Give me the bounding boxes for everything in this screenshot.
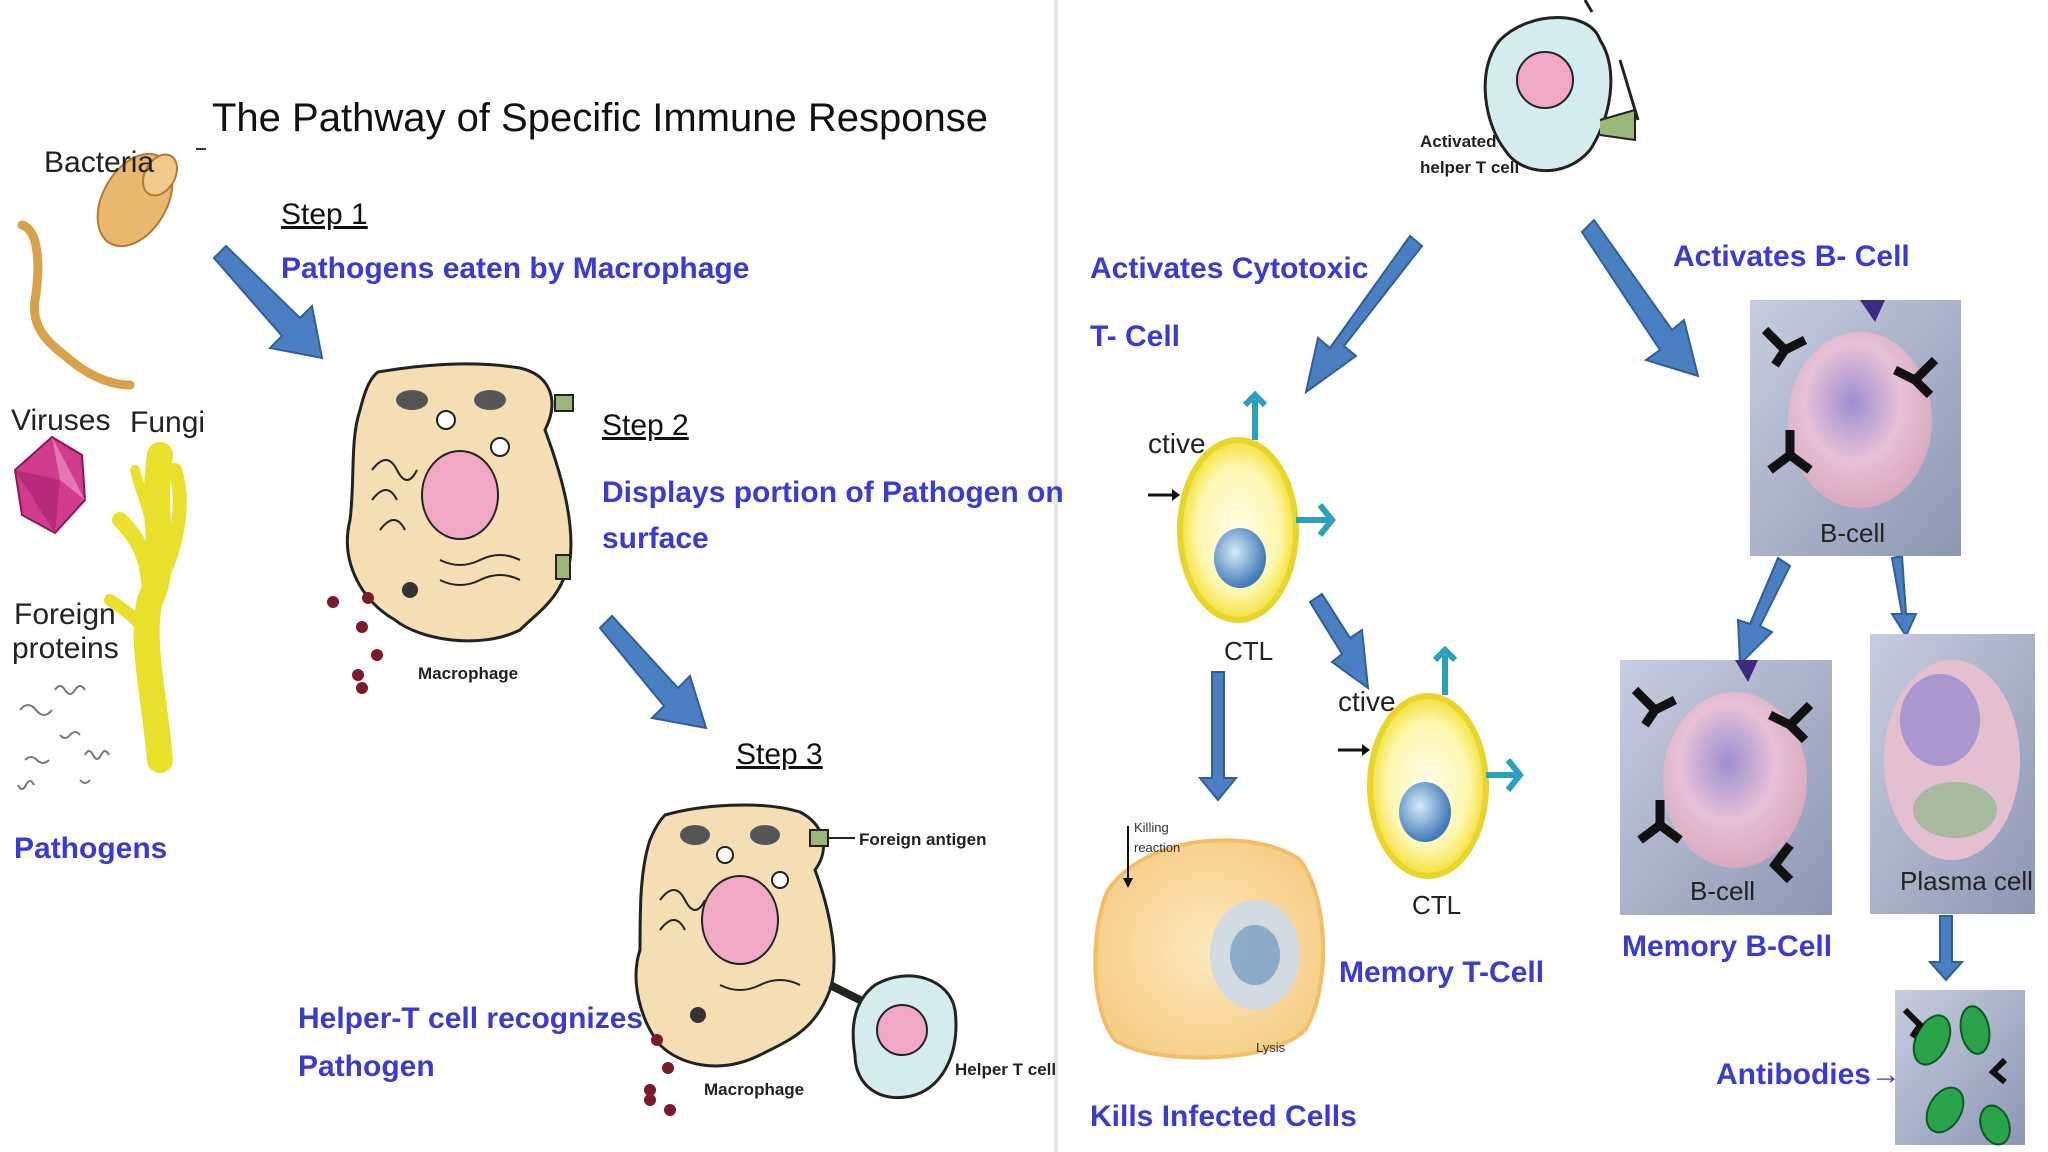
virus-icon	[13, 435, 87, 535]
lysis-label: Lysis	[1256, 1040, 1286, 1055]
activated-helper-t-icon	[1483, 0, 1640, 173]
plasma-cell-image	[1870, 634, 2035, 914]
killing-reaction-label-line1: Killing	[1134, 820, 1169, 835]
helper-t-label: Helper T cell	[955, 1060, 1057, 1079]
step3-text-line1: Helper-T cell recognizes	[298, 1002, 644, 1035]
step2-text-line1: Displays portion of Pathogen on	[602, 476, 1064, 509]
kills-infected-label: Kills Infected Cells	[1090, 1100, 1357, 1133]
activated-helper-label-line2: helper T cell	[1420, 158, 1520, 177]
ctl-cell-icon	[1148, 390, 1336, 623]
antibodies-image	[1895, 990, 2025, 1146]
macrophage-icon	[327, 362, 574, 694]
arrow-step1	[212, 244, 324, 360]
foreign-proteins-label-line1: Foreign	[14, 598, 116, 631]
title-dash	[196, 148, 206, 150]
step3-text-line2: Pathogen	[298, 1050, 435, 1083]
fungi-label: Fungi	[130, 406, 206, 439]
lysis-cell-icon	[1093, 826, 1326, 1060]
arrow-ctl-to-kill	[1197, 671, 1239, 802]
macrophage-label-2: Macrophage	[704, 1080, 805, 1099]
step3-heading: Step 3	[736, 738, 823, 771]
arrow-bcell-to-memory	[1736, 556, 1792, 667]
memory-bcell-image	[1620, 660, 1832, 915]
ctl-label-1: CTL	[1224, 636, 1274, 666]
ctl-active-label-1: ctive	[1148, 428, 1206, 459]
macrophage-label-1: Macrophage	[418, 664, 519, 683]
arrow-to-bcell	[1580, 218, 1700, 378]
bcell-image	[1750, 300, 1961, 556]
step1-text: Pathogens eaten by Macrophage	[281, 252, 750, 285]
plasma-cell-label: Plasma cell	[1900, 866, 2033, 896]
arrow-ctl-to-memory	[1308, 592, 1370, 691]
arrow-to-cytotoxic	[1304, 234, 1424, 395]
ctl-active-label-2: ctive	[1338, 686, 1396, 717]
pathogens-caption: Pathogens	[14, 832, 168, 865]
step2-heading: Step 2	[602, 409, 689, 442]
bacteria-label: Bacteria	[44, 146, 155, 179]
step2-text-line2: surface	[602, 522, 709, 555]
arrow-plasma-to-antibodies	[1927, 915, 1965, 982]
bcell-label-memory: B-cell	[1690, 876, 1756, 906]
foreign-proteins-icon	[17, 685, 110, 790]
foreign-antigen-label: Foreign antigen	[859, 830, 987, 849]
foreign-proteins-label-line2: proteins	[12, 632, 119, 665]
activated-helper-label-line1: Activated	[1420, 132, 1497, 151]
memory-ctl-cell-icon	[1338, 645, 1524, 879]
bcell-label-top: B-cell	[1820, 518, 1886, 548]
viruses-label: Viruses	[11, 404, 111, 437]
arrow-step2	[598, 614, 708, 730]
ctl-label-2: CTL	[1412, 890, 1462, 920]
arrow-bcell-to-plasma	[1890, 554, 1918, 639]
fungi-icon	[104, 442, 187, 773]
page-title: The Pathway of Specific Immune Response	[212, 96, 988, 140]
activates-cytotoxic-line1: Activates Cytotoxic	[1090, 252, 1369, 285]
activates-bcell-label: Activates B- Cell	[1673, 240, 1910, 273]
macrophage-helper-icon	[634, 803, 958, 1116]
bacteria-icon	[17, 152, 179, 390]
step1-heading: Step 1	[281, 198, 368, 231]
antibodies-label: Antibodies→	[1716, 1058, 1901, 1091]
activates-cytotoxic-line2: T- Cell	[1090, 320, 1181, 353]
memory-b-label: Memory B-Cell	[1622, 930, 1833, 963]
panel-divider	[1054, 0, 1058, 1152]
killing-reaction-label-line2: reaction	[1134, 840, 1181, 855]
memory-t-label: Memory T-Cell	[1339, 956, 1545, 989]
